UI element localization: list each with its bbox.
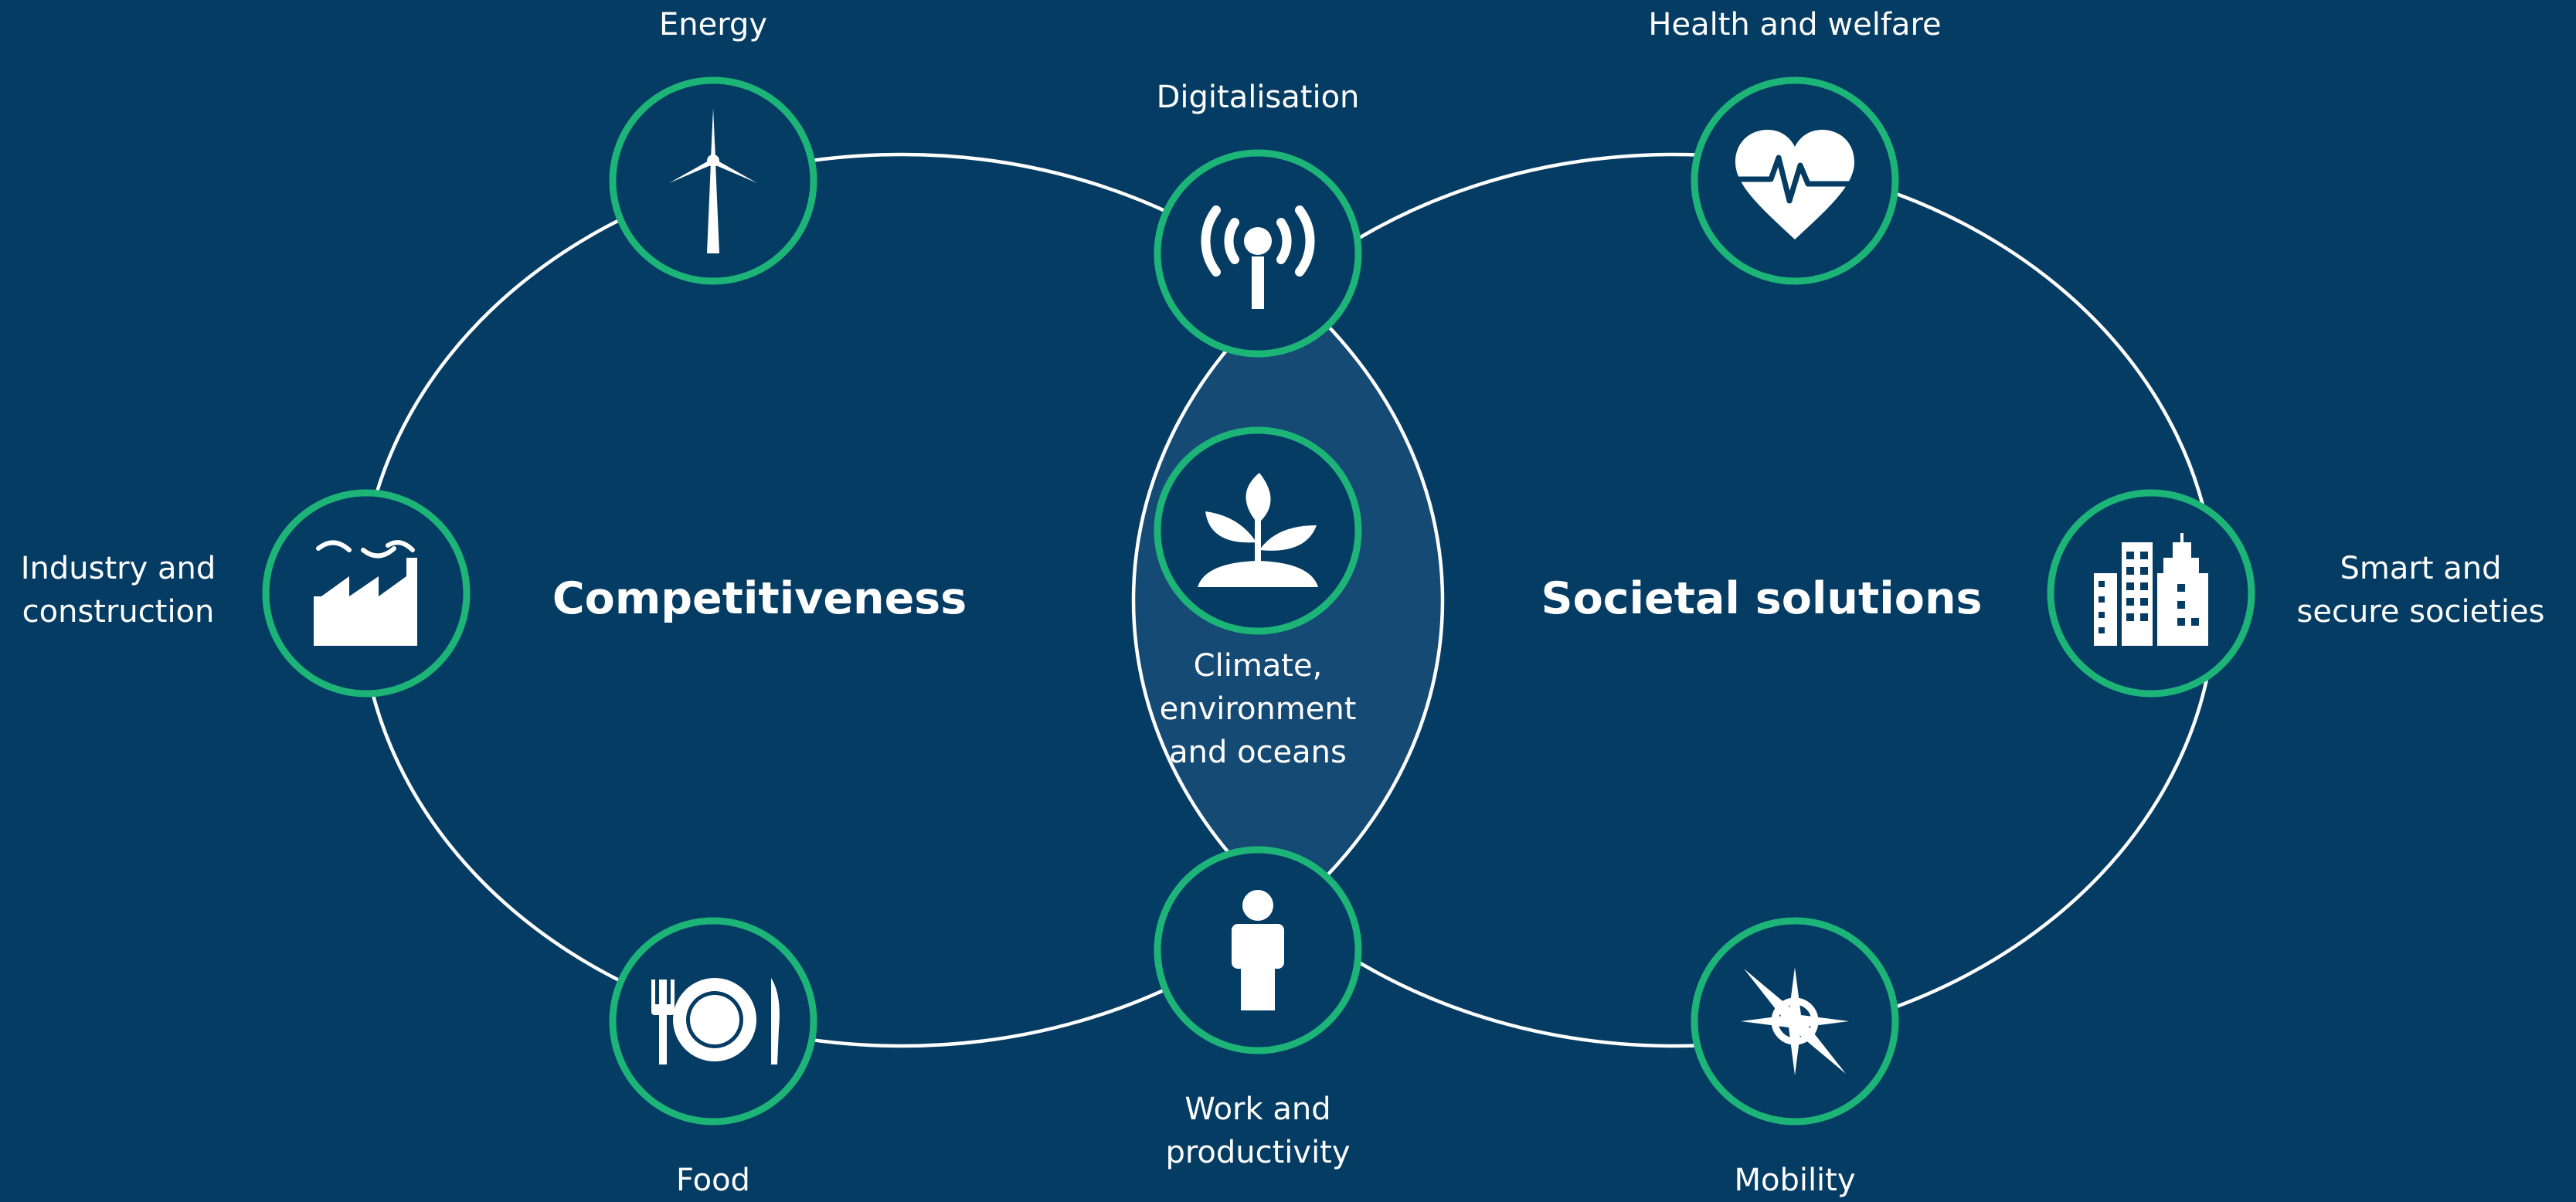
industry-label-line-2: construction [22, 594, 215, 630]
mobility-node[interactable] [1691, 917, 1899, 1126]
food-node[interactable] [609, 917, 817, 1126]
climate-label-line-2: environment [1159, 691, 1357, 727]
smart-societies-label: Smart and secure societies [2274, 547, 2568, 633]
smart-societies-node[interactable] [2047, 489, 2255, 698]
industry-label-line-1: Industry and [20, 551, 216, 586]
food-label: Food [676, 1163, 750, 1198]
factory-icon [314, 540, 417, 646]
compass-icon [1741, 967, 1849, 1075]
industry-label: Industry and construction [0, 547, 236, 633]
digitalisation-node[interactable] [1154, 149, 1362, 358]
societal-solutions-heading: Societal solutions [1541, 573, 1983, 624]
health-node[interactable] [1691, 76, 1899, 285]
wind-turbine-icon [669, 108, 757, 253]
broadcast-antenna-icon [1201, 205, 1315, 309]
work-label-line-1: Work and [1184, 1092, 1331, 1127]
health-label: Health and welfare [1648, 7, 1942, 42]
climate-label-line-3: and oceans [1169, 735, 1347, 770]
energy-label: Energy [658, 7, 768, 42]
climate-label: Climate, environment and oceans [1103, 644, 1412, 774]
climate-label-line-1: Climate, [1193, 648, 1323, 684]
climate-node[interactable] [1154, 426, 1362, 635]
mobility-label: Mobility [1734, 1163, 1856, 1198]
buildings-icon [2094, 533, 2208, 646]
plate-cutlery-icon [651, 978, 780, 1064]
smart-label-line-2: secure societies [2296, 594, 2545, 630]
heart-pulse-icon [1735, 130, 1854, 239]
smart-label-line-1: Smart and [2340, 551, 2502, 586]
industry-node[interactable] [262, 489, 471, 698]
person-icon [1232, 890, 1284, 1010]
work-label: Work and productivity [1103, 1088, 1412, 1174]
work-label-line-2: productivity [1165, 1135, 1351, 1170]
digitalisation-label: Digitalisation [1156, 80, 1360, 115]
competitiveness-heading: Competitiveness [552, 573, 967, 624]
plant-sprout-icon [1198, 473, 1318, 587]
energy-node[interactable] [609, 76, 817, 285]
work-node[interactable] [1154, 846, 1362, 1054]
